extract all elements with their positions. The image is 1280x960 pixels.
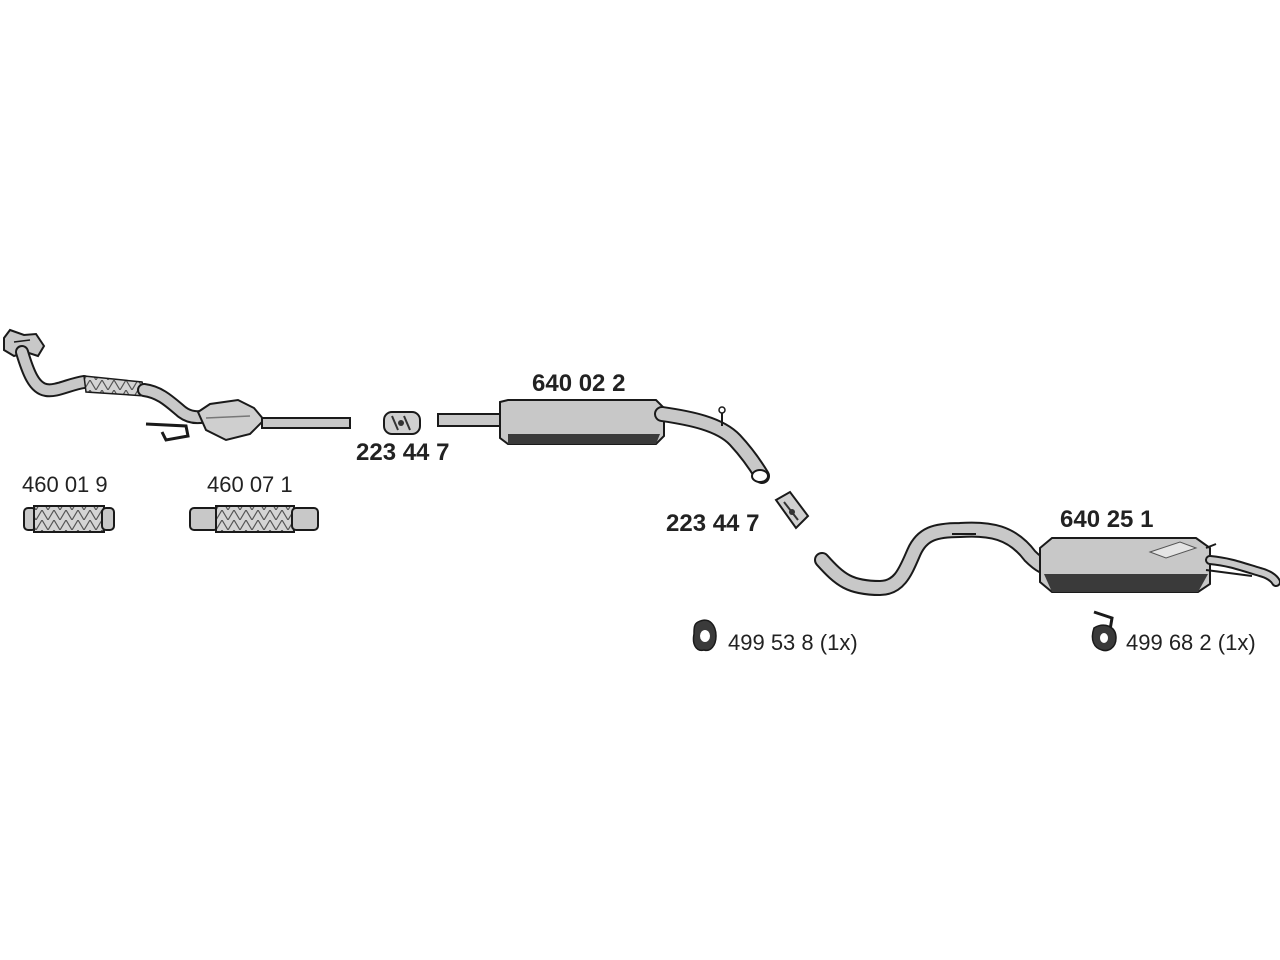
flex-pipe-460-07-1 (189, 505, 319, 533)
clamp-223-44-7-upper (383, 411, 421, 435)
front-pipe-catalyst-part (3, 328, 351, 442)
part-number-middle-silencer: 640 02 2 (532, 370, 626, 397)
quantity-rubber-mount-2: (1x) (1217, 630, 1256, 655)
part-number-flex-pipe-a: 460 01 9 (22, 472, 108, 497)
part-number-clamp-2: 223 44 7 (666, 510, 760, 537)
rear-silencer-640-25-1 (814, 521, 1280, 597)
part-number-flex-pipe-b: 460 07 1 (207, 472, 293, 497)
clamp-223-44-7-lower (774, 490, 810, 530)
middle-silencer-640-02-2 (437, 399, 770, 484)
part-number-rubber-mount-2: 499 68 2 (1126, 630, 1212, 655)
part-number-rear-silencer: 640 25 1 (1060, 506, 1154, 533)
part-number-clamp-1: 223 44 7 (356, 439, 450, 466)
rubber-mount-499-53-8 (692, 619, 717, 652)
quantity-rubber-mount-1: (1x) (819, 630, 858, 655)
flex-pipe-460-01-9 (23, 505, 115, 533)
rubber-mount-2-label: 499 68 2 (1x) (1126, 632, 1256, 654)
rubber-mount-1-label: 499 53 8 (1x) (728, 632, 858, 654)
part-number-rubber-mount-1: 499 53 8 (728, 630, 814, 655)
rubber-mount-499-68-2 (1091, 610, 1117, 652)
